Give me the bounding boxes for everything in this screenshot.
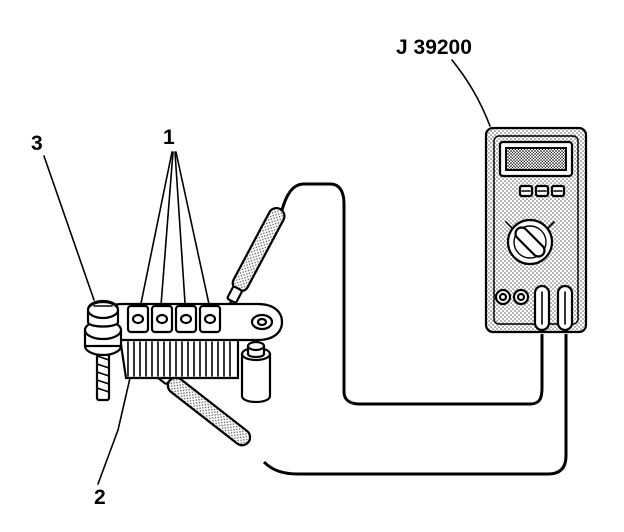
heat-sink-fins: [127, 341, 231, 377]
test-leads: [262, 182, 568, 476]
digital-multimeter-icon: [484, 126, 588, 334]
diode-terminals: [126, 304, 222, 334]
rectifier-bridge-icon: [83, 299, 284, 404]
callout-3-label: 3: [31, 132, 43, 155]
callout-2-label: 2: [94, 486, 106, 509]
meter-rotary-dial: [505, 218, 555, 266]
leader-lines: [43, 59, 491, 485]
output-terminal-stud: [83, 299, 123, 357]
meter-tool-label: J 39200: [396, 36, 472, 59]
meter-input-jacks: [494, 284, 574, 332]
callout-1-label: 1: [163, 126, 175, 149]
meter-function-buttons: [518, 184, 566, 198]
